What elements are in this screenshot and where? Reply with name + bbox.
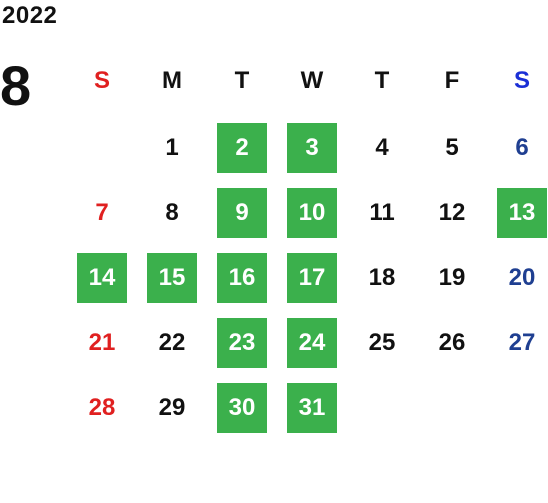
- day-cell[interactable]: 4: [375, 134, 389, 161]
- weekday-mon: M: [162, 66, 182, 94]
- week-row: 21 22 23 24 25 26 27: [66, 318, 548, 383]
- day-cell[interactable]: 2: [217, 123, 267, 173]
- day-cell[interactable]: 15: [147, 253, 197, 303]
- day-cell[interactable]: 31: [287, 383, 337, 433]
- day-cell[interactable]: 19: [438, 264, 466, 291]
- day-cell[interactable]: 5: [445, 134, 459, 161]
- day-cell[interactable]: 7: [95, 199, 109, 226]
- day-cell[interactable]: 24: [287, 318, 337, 368]
- empty-day-cell: [497, 383, 547, 433]
- day-cell[interactable]: 9: [217, 188, 267, 238]
- day-cell[interactable]: 8: [165, 199, 179, 226]
- week-row: 1 2 3 4 5 6: [66, 123, 548, 188]
- year-label: 2022: [2, 2, 58, 29]
- month-label: 8: [0, 54, 32, 117]
- week-row: 7 8 9 10 11 12 13: [66, 188, 548, 253]
- empty-day-cell: [77, 123, 127, 173]
- weekday-sun: S: [93, 66, 110, 94]
- day-cell[interactable]: 14: [77, 253, 127, 303]
- day-cell[interactable]: 29: [158, 394, 186, 421]
- day-cell[interactable]: 20: [508, 264, 536, 291]
- day-cell[interactable]: 12: [438, 199, 466, 226]
- day-cell[interactable]: 26: [438, 329, 466, 356]
- day-cell[interactable]: 10: [287, 188, 337, 238]
- day-cell[interactable]: 30: [217, 383, 267, 433]
- day-cell[interactable]: 28: [88, 394, 116, 421]
- day-cell[interactable]: 13: [497, 188, 547, 238]
- day-cell[interactable]: 21: [88, 329, 116, 356]
- empty-day-cell: [357, 383, 407, 433]
- empty-day-cell: [427, 383, 477, 433]
- day-cell[interactable]: 17: [287, 253, 337, 303]
- weekday-wed: W: [300, 66, 324, 94]
- day-cell[interactable]: 18: [368, 264, 396, 291]
- weekday-sat: S: [513, 66, 530, 94]
- day-cell[interactable]: 11: [369, 199, 395, 226]
- week-row: 28 29 30 31: [66, 383, 548, 448]
- calendar-grid: S M T W T F S 1 2 3 4 5 6 7 8 9 10 11 12…: [66, 58, 548, 448]
- day-cell[interactable]: 3: [287, 123, 337, 173]
- day-cell[interactable]: 16: [217, 253, 267, 303]
- weekday-header-row: S M T W T F S: [66, 58, 548, 103]
- day-cell[interactable]: 22: [158, 329, 186, 356]
- day-cell[interactable]: 1: [165, 134, 179, 161]
- weekday-thu: T: [374, 66, 390, 94]
- week-row: 14 15 16 17 18 19 20: [66, 253, 548, 318]
- day-cell[interactable]: 6: [515, 134, 529, 161]
- weekday-fri: F: [444, 66, 460, 94]
- day-cell[interactable]: 25: [368, 329, 396, 356]
- weekday-tue: T: [234, 66, 250, 94]
- day-cell[interactable]: 27: [508, 329, 536, 356]
- day-cell[interactable]: 23: [217, 318, 267, 368]
